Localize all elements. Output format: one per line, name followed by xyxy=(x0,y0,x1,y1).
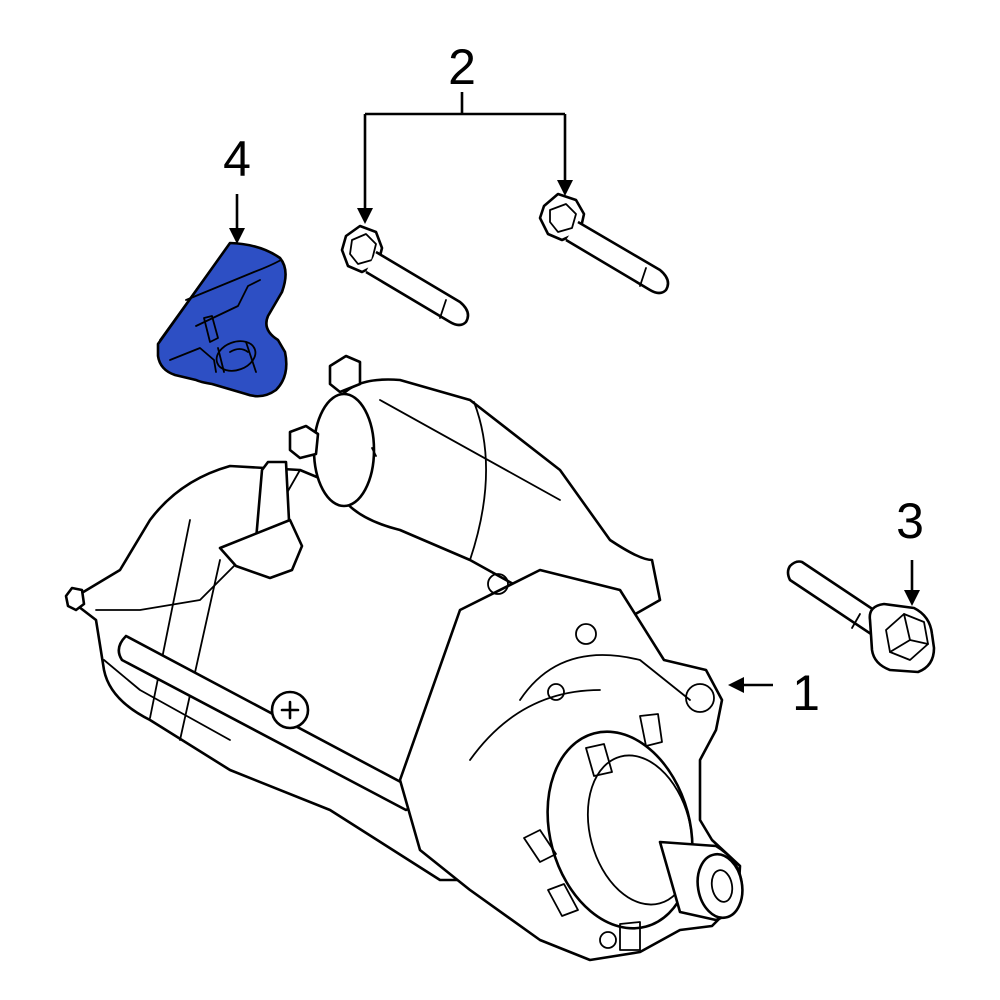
callout-3-label: 3 xyxy=(896,493,924,549)
leader-3 xyxy=(904,560,920,606)
leader-4 xyxy=(229,194,245,244)
part-3-bolt[interactable] xyxy=(786,560,936,674)
part-2-bolt-right[interactable] xyxy=(538,192,670,295)
part-4-cover[interactable] xyxy=(156,241,288,398)
callout-1-label: 1 xyxy=(792,665,820,721)
leader-2 xyxy=(357,92,573,224)
part-2-bolt-left[interactable] xyxy=(340,224,470,327)
part-1-starter-motor[interactable] xyxy=(64,354,747,962)
leader-1 xyxy=(728,677,773,693)
callout-4-label: 4 xyxy=(223,131,251,187)
callout-2-label: 2 xyxy=(448,39,476,95)
